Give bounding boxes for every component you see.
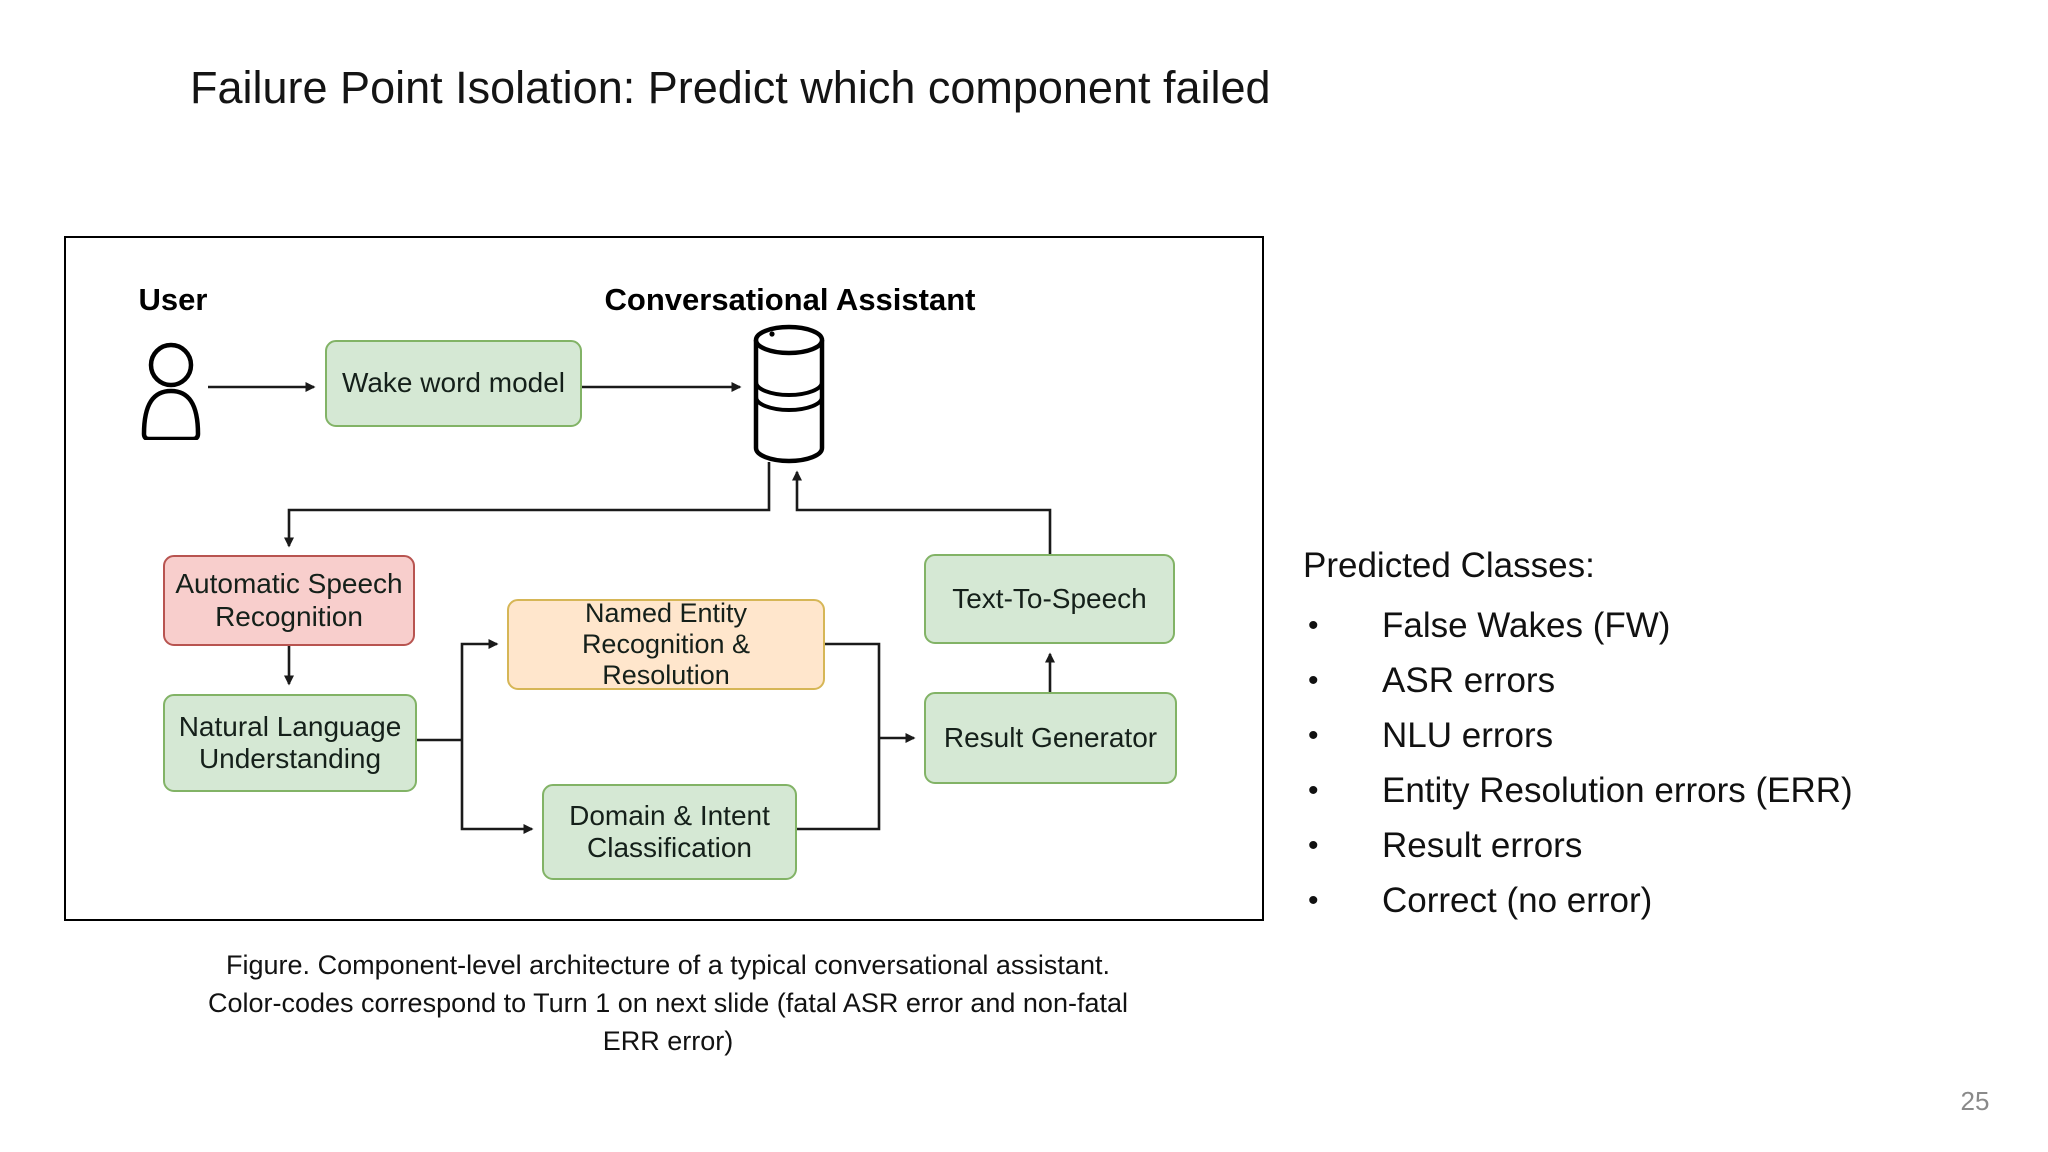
list-item-label: Result errors [1382, 825, 1583, 865]
bullet-icon: • [1308, 663, 1319, 697]
database-cylinder-icon [751, 320, 827, 466]
list-item: • ASR errors [1308, 653, 1853, 708]
list-item-label: Correct (no error) [1382, 880, 1653, 920]
user-label: User [138, 282, 208, 317]
figure-caption: Figure. Component-level architecture of … [168, 946, 1168, 1060]
list-item-label: False Wakes (FW) [1382, 605, 1671, 645]
caption-line: ERR error) [602, 1026, 734, 1056]
list-item-label: ASR errors [1382, 660, 1556, 700]
list-item: • Entity Resolution errors (ERR) [1308, 763, 1853, 818]
list-item: • Result errors [1308, 818, 1853, 873]
predicted-classes-heading: Predicted Classes: [1303, 546, 1595, 585]
list-item: • NLU errors [1308, 708, 1853, 763]
bullet-icon: • [1308, 608, 1319, 642]
page-title: Failure Point Isolation: Predict which c… [190, 62, 1271, 113]
bullet-icon: • [1308, 883, 1319, 917]
bullet-icon: • [1308, 773, 1319, 807]
bullet-icon: • [1308, 718, 1319, 752]
node-domain-intent-classification: Domain & Intent Classification [542, 784, 797, 880]
list-item-label: NLU errors [1382, 715, 1554, 755]
list-item: • Correct (no error) [1308, 873, 1853, 928]
bullet-icon: • [1308, 828, 1319, 862]
caption-line: Color-codes correspond to Turn 1 on next… [208, 988, 1128, 1018]
caption-line: Figure. Component-level architecture of … [226, 950, 1110, 980]
list-item-label: Entity Resolution errors (ERR) [1382, 770, 1853, 810]
architecture-diagram-panel: User Conversational Assistant Wake word … [64, 236, 1264, 921]
node-automatic-speech-recognition: Automatic Speech Recognition [163, 555, 415, 646]
list-item: • False Wakes (FW) [1308, 598, 1853, 653]
predicted-classes-list: • False Wakes (FW) • ASR errors • NLU er… [1308, 598, 1853, 928]
page-number: 25 [1960, 1086, 1990, 1116]
node-result-generator: Result Generator [924, 692, 1177, 784]
person-icon [138, 340, 202, 442]
node-text-to-speech: Text-To-Speech [924, 554, 1175, 644]
assistant-label: Conversational Assistant [604, 282, 976, 317]
node-wake-word-model: Wake word model [325, 340, 582, 427]
node-natural-language-understanding: Natural Language Understanding [163, 694, 417, 792]
node-named-entity-recognition-resolution: Named Entity Recognition & Resolution [507, 598, 825, 690]
